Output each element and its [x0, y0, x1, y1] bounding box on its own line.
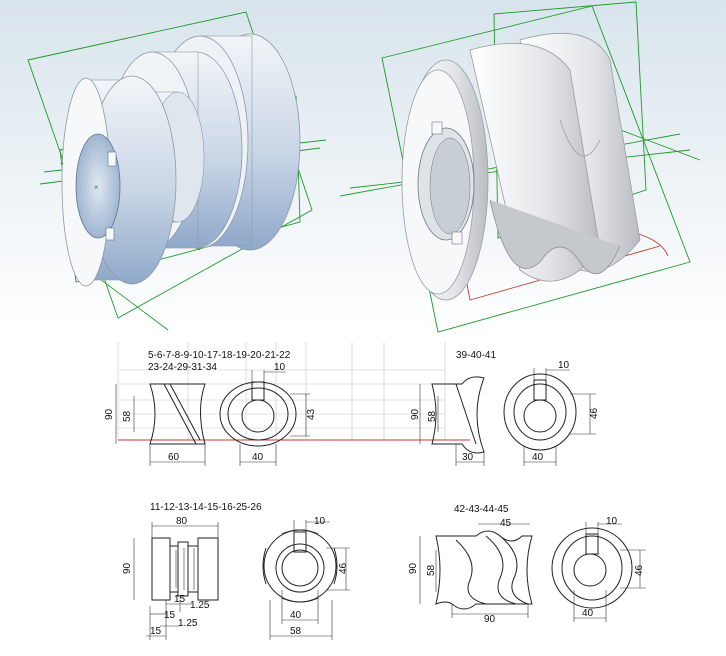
group-label-1b: 23-24-29-31-34 [148, 362, 217, 373]
render-right-part [339, 1, 701, 333]
dim-g3-e: 1.25 [178, 618, 198, 629]
dim-g1-height: 90 [104, 408, 115, 420]
dim-g3-end-inner: 40 [290, 610, 302, 621]
drawing-group-2: 39-40-41 30 90 58 10 46 40 [410, 350, 600, 466]
group-label-3: 11-12-13-14-15-16-25-26 [150, 502, 262, 513]
dim-g4-bore: 46 [634, 564, 645, 576]
drawing-group-1: 5-6-7-8-9-10-17-18-19-20-21-22 23-24-29-… [104, 342, 470, 466]
dim-g3-width: 80 [176, 516, 188, 527]
dim-g3-height: 90 [122, 562, 133, 574]
dim-g2-inner: 58 [427, 410, 438, 422]
dim-g4-width: 90 [484, 614, 496, 625]
dim-g4-end-width: 40 [582, 608, 594, 619]
dim-g4-key: 10 [606, 516, 618, 527]
dim-g4-height: 90 [408, 562, 419, 574]
dim-g4-inner: 58 [426, 564, 437, 576]
dim-g3-bore: 46 [338, 562, 349, 574]
dim-g1-inner: 58 [122, 410, 133, 422]
svg-text:+: + [60, 161, 64, 168]
drawing-group-4: 42-43-44-45 45 90 58 90 10 46 40 [408, 504, 646, 625]
dim-g2-width: 30 [462, 452, 474, 463]
group-label-4: 42-43-44-45 [454, 504, 509, 515]
dim-g2-end-width: 40 [532, 452, 544, 463]
dim-g3-c: 15 [150, 626, 162, 637]
dim-g3-key: 10 [314, 516, 326, 527]
dim-g1-bore: 43 [306, 408, 317, 420]
dim-g1-width: 60 [168, 452, 180, 463]
dim-g2-key: 10 [558, 360, 570, 371]
dim-g3-a: 15 [174, 594, 186, 605]
svg-text:×: × [94, 183, 99, 192]
dim-g1-end-width: 40 [252, 452, 264, 463]
group-label-1a: 5-6-7-8-9-10-17-18-19-20-21-22 [148, 350, 291, 361]
dim-g1-key: 10 [274, 362, 286, 373]
dim-g4-top: 45 [500, 518, 512, 529]
render-left-part: + × [27, 11, 327, 331]
dim-g3-d: 1.25 [190, 600, 210, 611]
dim-g3-b: 15 [164, 610, 176, 621]
dim-g2-bore: 46 [589, 407, 600, 419]
dim-g2-height: 90 [410, 408, 421, 420]
dim-g3-end-outer: 58 [290, 626, 302, 637]
group-label-2: 39-40-41 [456, 350, 496, 361]
drawing-group-3: 11-12-13-14-15-16-25-26 80 90 15 1.25 15… [122, 502, 350, 640]
